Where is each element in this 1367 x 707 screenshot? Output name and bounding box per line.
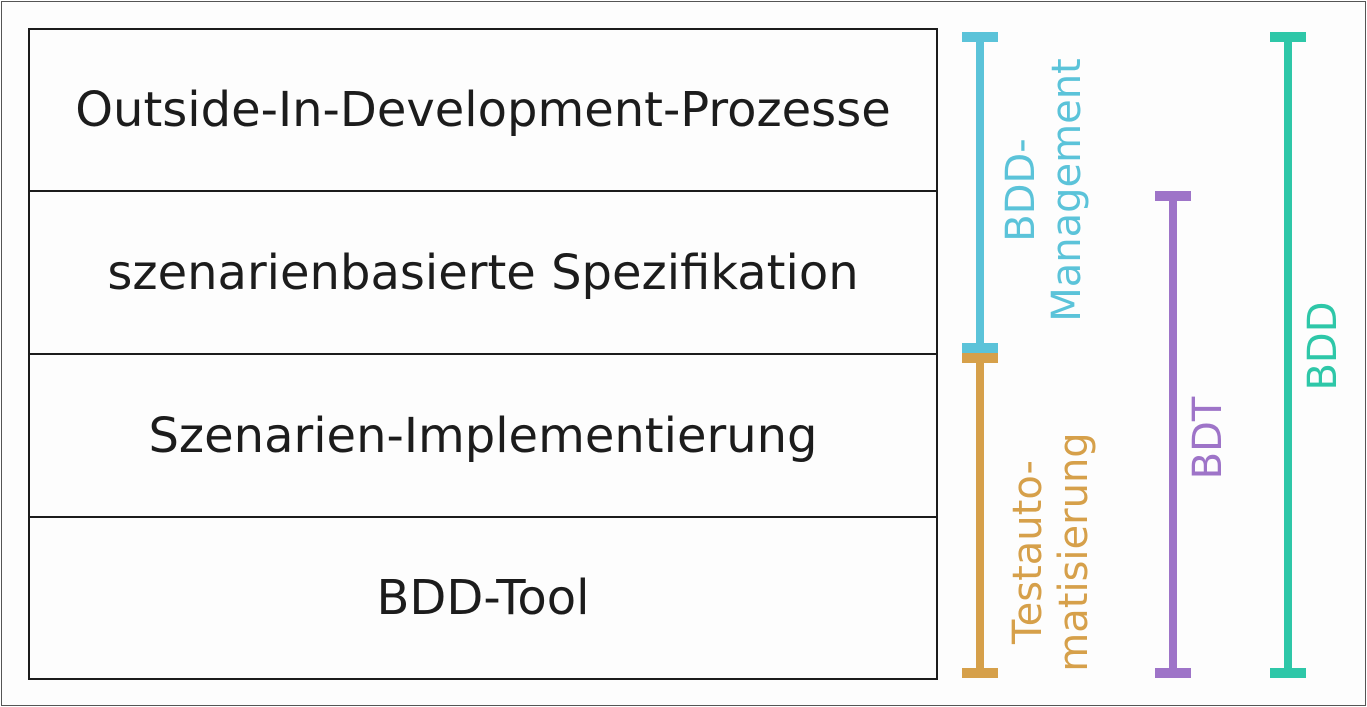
bracket-testautomatisierung [962, 353, 998, 678]
layer-stack: Outside-In-Development-Prozesse szenarie… [28, 28, 938, 680]
bracket-bdd-management [962, 32, 998, 353]
label-line: BDD [1300, 301, 1346, 391]
label-bdd: BDD [1300, 301, 1346, 390]
layer-label: Outside-In-Development-Prozesse [75, 82, 891, 138]
bracket-bdd [1270, 32, 1306, 678]
bracket-bdt [1155, 191, 1191, 678]
layer-scenario-specification: szenarienbasierte Spezifikation [30, 192, 936, 355]
layer-outside-in-development: Outside-In-Development-Prozesse [30, 30, 936, 192]
label-line: matisierung [1051, 432, 1097, 672]
layer-bdd-tool: BDD-Tool [30, 518, 936, 678]
layer-label: szenarienbasierte Spezifikation [107, 244, 859, 301]
label-line: BDD- [998, 138, 1044, 242]
label-line: Management [1044, 58, 1090, 322]
layer-label: BDD-Tool [376, 570, 590, 626]
label-bdd-management: BDD- Management [998, 58, 1090, 322]
layer-label: Szenarien-Implementierung [148, 407, 818, 464]
layer-scenario-implementation: Szenarien-Implementierung [30, 355, 936, 518]
label-line: BDT [1185, 396, 1231, 480]
label-testautomatisierung: Testauto- matisierung [1005, 432, 1097, 671]
label-line: Testauto- [1005, 460, 1051, 644]
label-bdt: BDT [1185, 397, 1231, 480]
